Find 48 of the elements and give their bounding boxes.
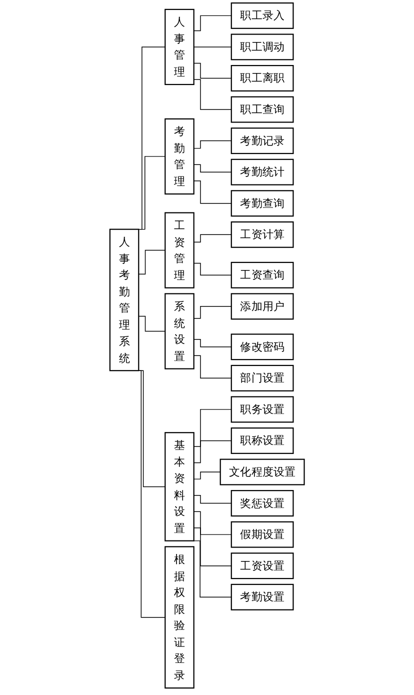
node-box: 工资设置: [230, 552, 294, 580]
node-box: 添加用户: [230, 293, 294, 320]
node-box: 职称设置: [230, 427, 294, 454]
node-box: 工资计算: [230, 221, 294, 248]
connector: [193, 528, 232, 566]
node-box: 职工调动: [230, 34, 294, 60]
node-box: 工资管理: [164, 212, 194, 288]
node-box: 人事管理: [164, 8, 194, 86]
node-box: 奖惩设置: [230, 490, 294, 517]
node-box: 职工录入: [230, 2, 294, 29]
connector: [193, 262, 232, 276]
node-box: 考勤管理: [164, 118, 194, 195]
connector: [193, 140, 232, 149]
node-box: 考勤设置: [230, 584, 294, 610]
node-box: 考勤统计: [230, 158, 294, 186]
connector: [193, 234, 232, 243]
connector: [193, 46, 232, 48]
node-box: 基本资料设置: [164, 432, 194, 542]
connector: [138, 250, 166, 274]
connector: [193, 79, 232, 110]
node-box: 部门设置: [230, 364, 294, 392]
node-box: 考勤查询: [230, 190, 294, 217]
connector: [193, 62, 232, 79]
node-box: 修改密码: [230, 334, 294, 360]
node-box: 职务设置: [230, 396, 294, 423]
connector: [193, 440, 232, 464]
node-box: 根据权限验证登录: [164, 546, 194, 689]
node-box: 文化程度设置: [220, 458, 305, 486]
connector: [193, 339, 232, 348]
connector: [193, 511, 232, 535]
connector: [193, 409, 232, 447]
connector: [193, 164, 232, 172]
connector: [138, 316, 166, 332]
node-box: 工资查询: [230, 262, 294, 288]
connector: [193, 306, 232, 319]
node-box: 职工查询: [230, 96, 294, 123]
node-box: 职工离职: [230, 65, 294, 92]
node-box: 系统设置: [164, 293, 194, 370]
connector: [193, 494, 232, 504]
connector: [193, 472, 221, 480]
node-box: 假期设置: [230, 521, 294, 548]
connector: [193, 15, 232, 32]
connector: [137, 156, 166, 230]
connector: [193, 180, 232, 204]
node-box: 人事考勤管理系统: [109, 228, 140, 372]
node-box: 考勤记录: [230, 128, 294, 154]
connector: [193, 355, 232, 379]
connector: [192, 540, 232, 598]
